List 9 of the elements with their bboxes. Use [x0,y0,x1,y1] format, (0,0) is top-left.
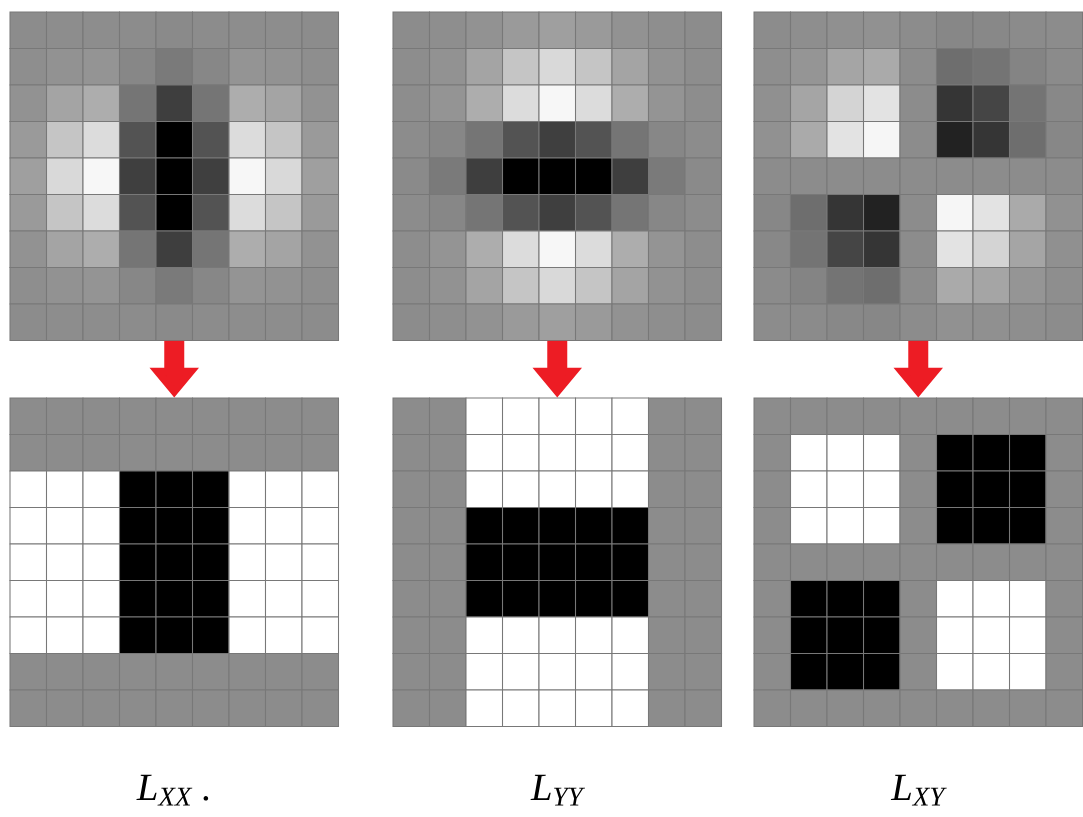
filter-grid-drawing [392,11,723,341]
filter-grid-drawing [9,397,340,728]
filter-grid-drawing [753,11,1083,341]
filter-label: L$_{YY}$ [530,774,585,806]
filter-label: L$_{XY}$ [890,774,947,806]
filter-grid-drawing [9,11,340,341]
filter-grid-drawing [392,397,723,728]
filter-grid-drawing [753,397,1083,728]
filter-label: L$_{XX}$ . [136,774,209,806]
